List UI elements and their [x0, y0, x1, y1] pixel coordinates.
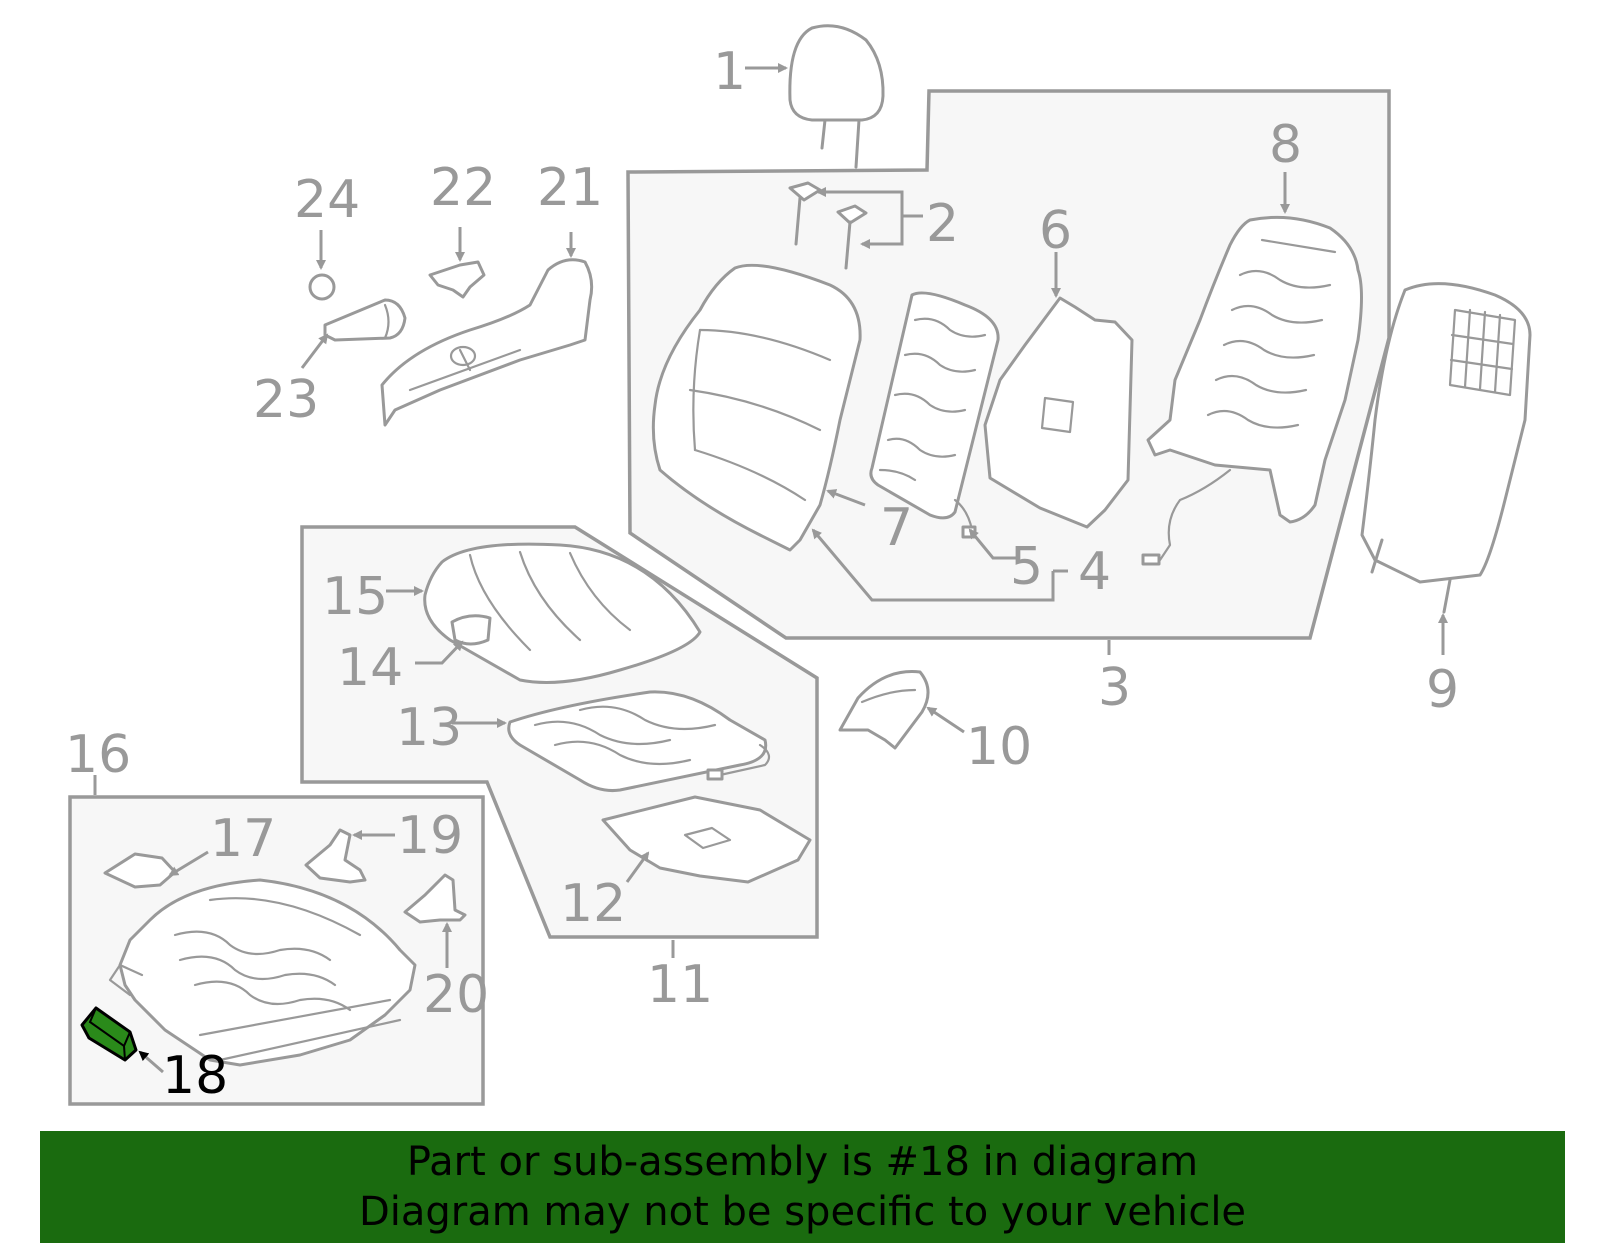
callout-22: 22 — [430, 158, 496, 218]
banner-line-1: Part or sub-assembly is #18 in diagram — [406, 1139, 1199, 1185]
seat-track-frame-part[interactable] — [108, 878, 417, 1067]
back-panel-part[interactable] — [1360, 282, 1532, 614]
callout-4: 4 — [1078, 542, 1111, 602]
callout-23: 23 — [253, 370, 319, 430]
callout-8: 8 — [1269, 115, 1302, 175]
callout-21: 21 — [537, 158, 603, 218]
callout-20: 20 — [423, 965, 489, 1025]
callout-19: 19 — [397, 806, 463, 866]
side-trim-part[interactable] — [838, 670, 930, 750]
callout-2: 2 — [926, 194, 959, 254]
heater-pad-part[interactable] — [869, 291, 1000, 539]
callout-18: 18 — [162, 1046, 228, 1106]
headrest-part[interactable] — [788, 24, 885, 169]
callout-14: 14 — [337, 638, 403, 698]
callout-15: 15 — [322, 567, 388, 627]
callout-3: 3 — [1098, 658, 1131, 718]
highlighted-part-18[interactable] — [80, 1006, 138, 1062]
trim-cap-part[interactable] — [308, 273, 336, 301]
callout-5: 5 — [1010, 537, 1043, 597]
info-banner: Part or sub-assembly is #18 in diagram D… — [40, 1131, 1565, 1243]
callout-17: 17 — [210, 809, 276, 869]
cushion-heater-part[interactable] — [507, 690, 771, 792]
callout-11: 11 — [647, 955, 713, 1015]
callout-13: 13 — [396, 698, 462, 758]
leader-lines — [93, 63, 1448, 1074]
seatback-pad-part[interactable] — [983, 296, 1134, 529]
callout-10: 10 — [966, 717, 1032, 777]
bracket-part[interactable] — [304, 828, 367, 884]
callout-6: 6 — [1039, 201, 1072, 261]
seatback-cover-part[interactable] — [651, 263, 862, 552]
callout-7: 7 — [880, 498, 913, 558]
side-shield-part[interactable] — [380, 258, 594, 427]
callout-1: 1 — [713, 42, 746, 102]
cushion-side-part[interactable] — [450, 614, 492, 646]
callout-9: 9 — [1426, 660, 1459, 720]
seatback-frame-part[interactable] — [1141, 215, 1363, 566]
headrest-guide-part[interactable] — [788, 181, 868, 270]
trim-clip-part[interactable] — [428, 260, 486, 299]
callout-24: 24 — [294, 170, 360, 230]
recliner-lever-part[interactable] — [323, 298, 407, 342]
banner-line-2: Diagram may not be specific to your vehi… — [358, 1189, 1247, 1235]
callout-12: 12 — [560, 874, 626, 934]
cushion-cover-part[interactable] — [423, 542, 702, 684]
callout-16: 16 — [65, 725, 131, 785]
side-bracket-part[interactable] — [403, 873, 467, 924]
